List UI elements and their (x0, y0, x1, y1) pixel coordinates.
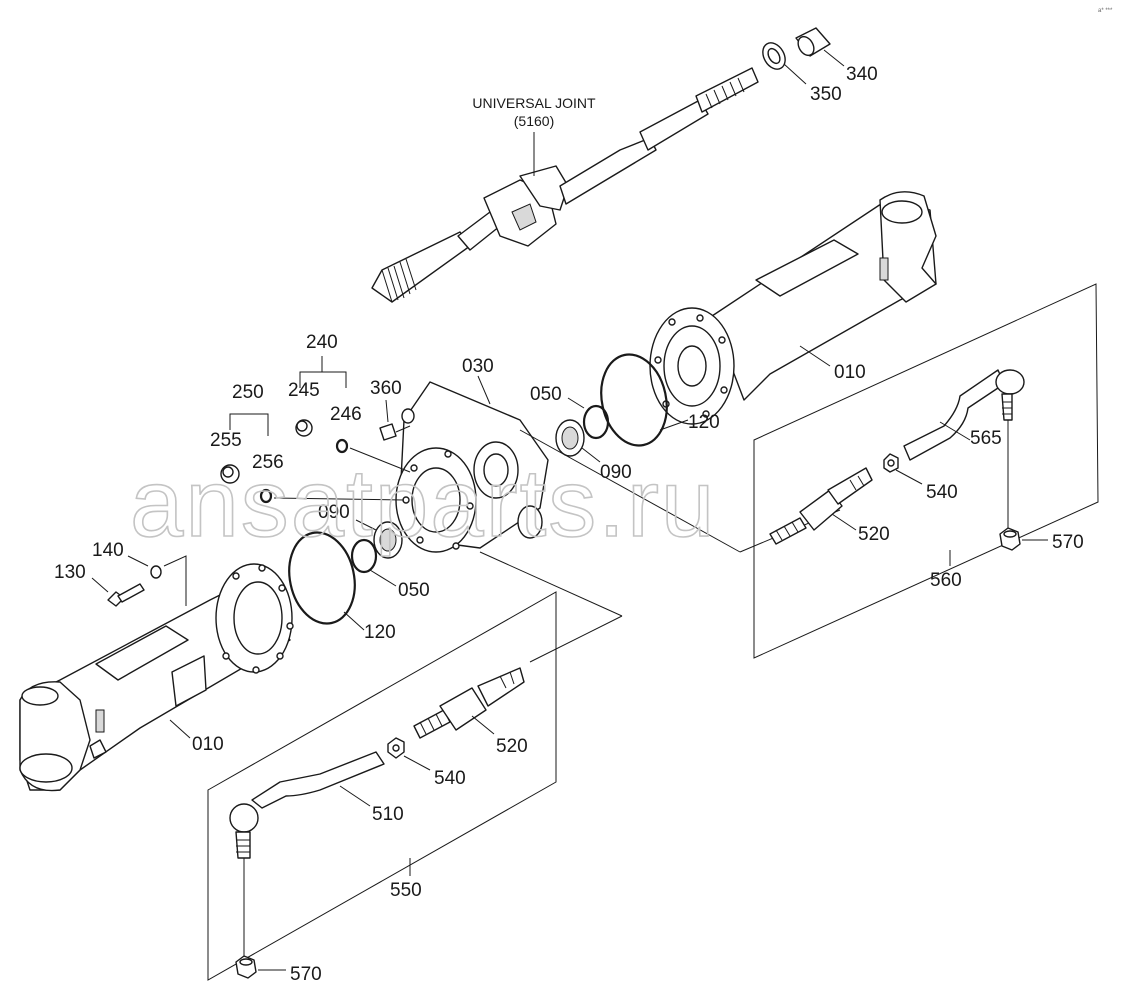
part-540-nut-left (387, 737, 405, 759)
part-130-bolt (107, 583, 145, 607)
label-030: 030 (462, 356, 494, 377)
label-565: 565 (970, 428, 1002, 449)
part-565-tie-rod-right (903, 369, 1025, 461)
part-255-plug (220, 464, 240, 484)
label-140: 140 (92, 540, 124, 561)
part-520-rod-end-right (769, 467, 873, 545)
label-360: 360 (370, 378, 402, 399)
label-245: 245 (288, 380, 320, 401)
part-350-seal (762, 42, 786, 70)
label-130: 130 (54, 562, 86, 583)
label-050-top: 050 (530, 384, 562, 405)
part-120-oring-left (288, 531, 356, 625)
label-050-left: 050 (398, 580, 430, 601)
label-540-left: 540 (434, 768, 466, 789)
label-250: 250 (232, 382, 264, 403)
part-510-tie-rod-left (229, 751, 385, 859)
part-140-washer (150, 565, 162, 579)
part-570-nut-left (235, 955, 257, 979)
label-510: 510 (372, 804, 404, 825)
universal-joint-title: UNIVERSAL JOINT (472, 95, 596, 111)
label-255: 255 (210, 430, 242, 451)
part-010-right-housing (649, 191, 937, 425)
label-246: 246 (330, 404, 362, 425)
part-245-plug (295, 419, 313, 437)
part-050-ring-top (582, 404, 610, 440)
box-550 (207, 591, 557, 981)
part-540-nut-right (883, 453, 899, 473)
watermark: ansatparts.ru (130, 450, 716, 557)
part-010-left-housing (19, 563, 294, 792)
label-540-right: 540 (926, 482, 958, 503)
bracket-240 (299, 371, 347, 388)
box-560 (753, 283, 1099, 659)
part-050-ring-left (350, 538, 378, 574)
label-010-left: 010 (192, 734, 224, 755)
label-120-left: 120 (364, 622, 396, 643)
label-520-left: 520 (496, 736, 528, 757)
part-360-plug (379, 423, 397, 441)
label-010-right: 010 (834, 362, 866, 383)
part-256-oring (259, 488, 273, 504)
label-520-right: 520 (858, 524, 890, 545)
bracket-250 (229, 413, 269, 436)
label-240: 240 (306, 332, 338, 353)
universal-joint-number: (5160) (514, 113, 554, 129)
label-570-left: 570 (290, 964, 322, 985)
label-570-right: 570 (1052, 532, 1084, 553)
universal-joint-shaft (371, 67, 759, 303)
part-520-rod-end-left (413, 667, 525, 739)
label-340: 340 (846, 64, 878, 85)
label-550: 550 (390, 880, 422, 901)
label-090-top: 090 (600, 462, 632, 483)
part-120-oring-top (600, 353, 668, 447)
part-570-nut-right (999, 527, 1021, 551)
part-246-oring (335, 438, 349, 454)
corner-mark: a* *** (1098, 8, 1113, 14)
label-560: 560 (930, 570, 962, 591)
label-120-top: 120 (688, 412, 720, 433)
label-350: 350 (810, 84, 842, 105)
part-030-center-housing (395, 381, 549, 553)
part-090-bearing-left (373, 521, 403, 559)
label-090-left: 090 (318, 502, 350, 523)
part-090-bearing-top (555, 419, 585, 457)
part-340-bushing (795, 27, 831, 57)
label-256: 256 (252, 452, 284, 473)
